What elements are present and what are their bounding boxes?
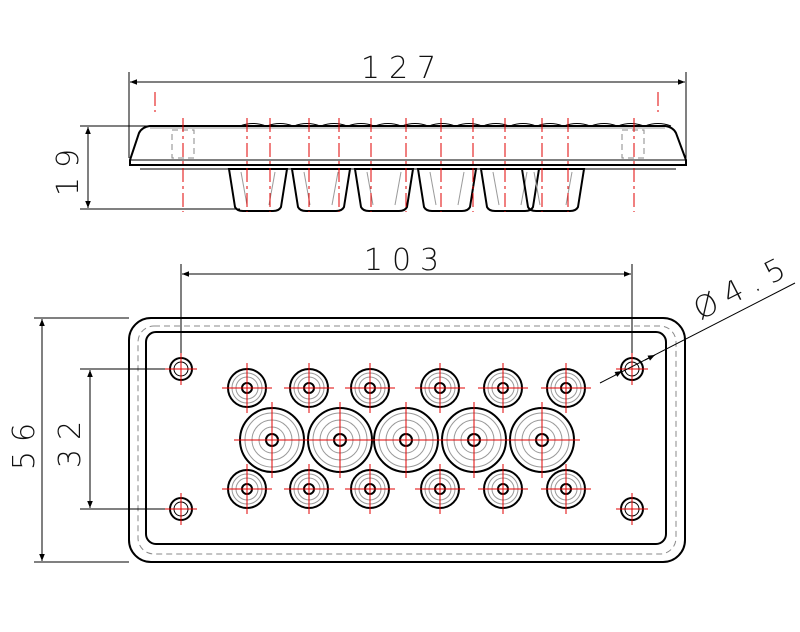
side-view: 127 19 [51,51,687,212]
dim-text-56: 56 [7,414,42,470]
top-view-parts [165,353,648,525]
dim-text-32: 32 [53,412,88,468]
side-grommet [290,168,352,212]
side-center-lines [154,92,659,212]
side-plate-body [129,125,687,166]
side-grommet [479,168,541,212]
top-view: 103 56 32 Ø4.5 [7,243,800,563]
side-grommet [227,168,289,212]
side-grommets [227,123,672,212]
side-grommet [416,168,478,212]
side-grommet [520,168,586,212]
plate-inner-outline [145,331,667,545]
dim-text-103: 103 [364,243,448,278]
side-grommet [353,168,415,212]
dim-text-127: 127 [361,51,445,86]
dim-text-19: 19 [51,140,86,196]
dim-text-diameter: Ø4.5 [688,248,800,328]
dim-leader-diameter [599,282,796,384]
